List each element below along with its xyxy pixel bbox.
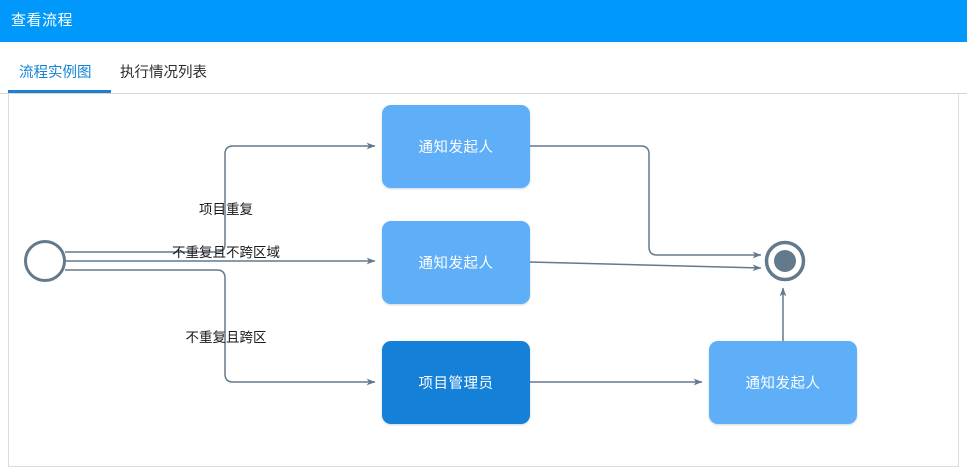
tab-bar: 流程实例图 执行情况列表 xyxy=(0,42,967,94)
end-event-inner-disc xyxy=(774,250,796,272)
task-node-notify-initiator-3[interactable]: 通知发起人 xyxy=(709,341,857,424)
edge-label-no-duplicate-cross-region: 不重复且跨区 xyxy=(186,329,267,345)
edge-label-no-duplicate-no-cross-region: 不重复且不跨区域 xyxy=(172,244,280,260)
task-node-notify-initiator-2[interactable]: 通知发起人 xyxy=(382,221,530,304)
task-node-project-manager[interactable]: 项目管理员 xyxy=(382,341,530,424)
start-event-icon xyxy=(24,240,66,282)
window-titlebar: 查看流程 xyxy=(0,0,967,42)
page-title: 查看流程 xyxy=(11,12,74,29)
task-node-label: 通知发起人 xyxy=(418,140,494,156)
process-diagram-canvas[interactable]: 项目重复 不重复且不跨区域 不重复且跨区 通知发起人 通知发起人 项目管理员 通… xyxy=(8,94,959,467)
task-node-label: 通知发起人 xyxy=(418,256,494,272)
task-node-notify-initiator-1[interactable]: 通知发起人 xyxy=(382,105,530,188)
task-node-label: 通知发起人 xyxy=(745,376,821,392)
tab-execution-list[interactable]: 执行情况列表 xyxy=(120,65,207,81)
diagram-connectors: 项目重复 不重复且不跨区域 不重复且跨区 xyxy=(24,142,806,386)
tab-process-instance-diagram[interactable]: 流程实例图 xyxy=(19,65,92,81)
task-node-label: 项目管理员 xyxy=(418,376,494,392)
edge-label-duplicate-project: 项目重复 xyxy=(199,201,253,217)
active-tab-indicator xyxy=(8,90,111,93)
